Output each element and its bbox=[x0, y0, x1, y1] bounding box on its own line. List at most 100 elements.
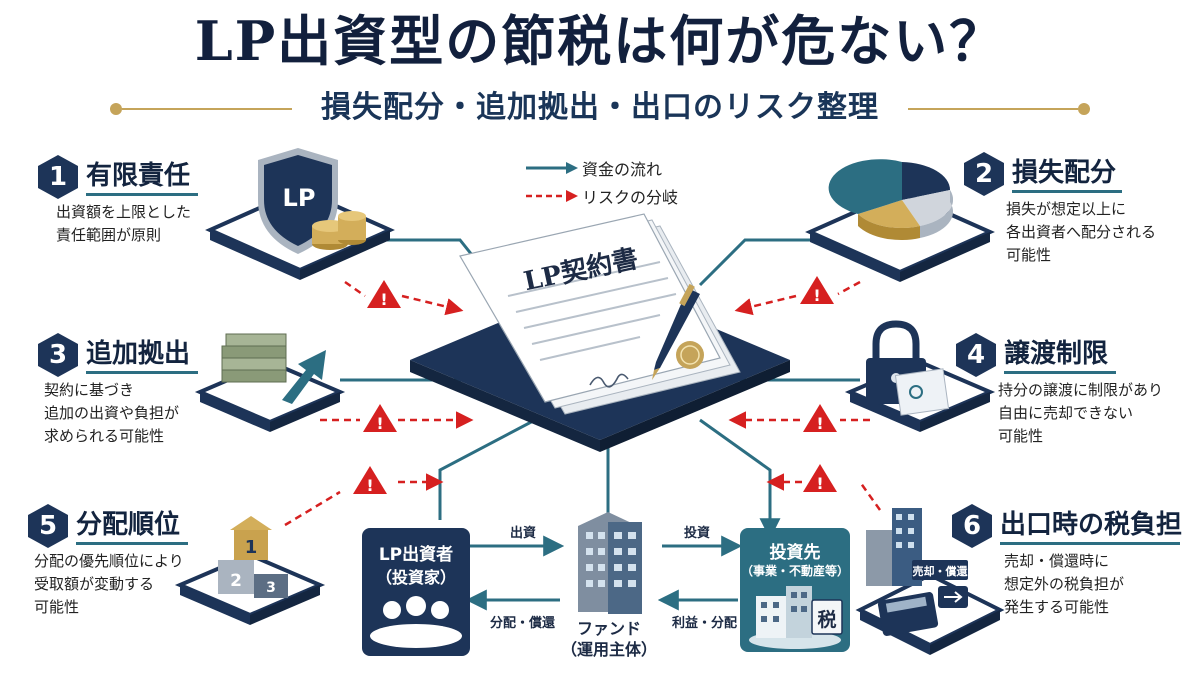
warning-icon: ! bbox=[353, 466, 387, 495]
risk-1-underline bbox=[86, 193, 198, 196]
risk-3-line-3: 求められる可能性 bbox=[44, 427, 165, 445]
risk-4-underline bbox=[1004, 371, 1116, 374]
svg-text:!: ! bbox=[380, 290, 387, 309]
risk-4-line-2: 自由に売却できない bbox=[998, 404, 1134, 422]
risk-6-underline bbox=[1000, 542, 1180, 545]
risk-6-description: 売却・償還時に 想定外の税負担が 発生する可能性 bbox=[1004, 550, 1124, 619]
target-buildings-icon bbox=[749, 586, 843, 649]
risk-1-description: 出資額を上限とした 責任範囲が原則 bbox=[56, 201, 191, 247]
platform-6 bbox=[855, 508, 1005, 655]
risk-2-description: 損失が想定以上に 各出資者へ配分される 可能性 bbox=[1006, 198, 1156, 267]
pen-icon bbox=[652, 283, 700, 380]
risk-2-number: 2 bbox=[964, 152, 1004, 196]
tax-sign: 税 bbox=[817, 609, 837, 631]
contract-document bbox=[459, 213, 741, 415]
page-title: LP出資型の節税は何が危ない？ bbox=[194, 9, 1006, 73]
warning-triangles: ! ! ! ! ! ! bbox=[353, 276, 837, 495]
risk-3-line-1: 契約に基づき bbox=[44, 381, 135, 399]
risk-branches bbox=[284, 280, 882, 527]
investor-box: LP出資者 （投資家） bbox=[362, 528, 470, 656]
connector-target bbox=[699, 418, 781, 540]
risk-5-title: 分配順位 bbox=[76, 510, 181, 540]
risk-4-line-3: 可能性 bbox=[998, 427, 1044, 445]
risk-4-description: 持分の譲渡に制限があり 自由に売却できない 可能性 bbox=[998, 379, 1163, 448]
warning-icon: ! bbox=[363, 404, 397, 433]
arrow-invest-label: 出資 bbox=[510, 526, 537, 541]
platform-1 bbox=[205, 148, 395, 280]
flow-arrows bbox=[465, 535, 743, 611]
investment-target-box: 投資先 （事業・不動産等） 税 bbox=[740, 528, 850, 652]
risk-5-line-1: 分配の優先順位により bbox=[34, 552, 184, 570]
warning-icon: ! bbox=[800, 276, 834, 305]
warning-icon: ! bbox=[803, 464, 837, 493]
calculator-icon bbox=[877, 592, 939, 636]
seal-icon bbox=[676, 341, 704, 369]
risk-branch-2a bbox=[837, 280, 861, 296]
subtitle-row: 損失配分・追加拠出・出口のリスク整理 bbox=[110, 86, 1090, 130]
platform-5: 1 2 3 bbox=[174, 516, 326, 625]
arrow-investment-label: 投資 bbox=[684, 526, 711, 541]
risk-2-line-2: 各出資者へ配分される bbox=[1006, 223, 1157, 241]
target-sublabel: （事業・不動産等） bbox=[740, 564, 849, 578]
fund-label: ファンド （運用主体） bbox=[554, 618, 664, 660]
legend-risk-label: リスクの分岐 bbox=[582, 188, 679, 207]
svg-text:!: ! bbox=[376, 414, 383, 433]
arrow-profit-label: 利益・分配 bbox=[672, 616, 738, 631]
risk-2-line-1: 損失が想定以上に bbox=[1006, 200, 1127, 218]
sale-card-bg bbox=[912, 560, 968, 580]
subtitle-rule-left bbox=[122, 108, 292, 110]
svg-text:!: ! bbox=[816, 414, 823, 433]
rank-1-label: 1 bbox=[245, 537, 258, 558]
risk-4-title: 譲渡制限 bbox=[1004, 339, 1109, 369]
svg-text:!: ! bbox=[816, 474, 823, 493]
risk-5-line-3: 可能性 bbox=[34, 598, 80, 616]
fund-label-line-2: （運用主体） bbox=[560, 640, 657, 659]
risk-4-line-1: 持分の譲渡に制限があり bbox=[998, 381, 1164, 399]
warning-icon: ! bbox=[803, 404, 837, 433]
fund-label-line-1: ファンド bbox=[576, 619, 641, 638]
podium-icon: 1 2 3 bbox=[218, 516, 288, 598]
risk-3-underline bbox=[86, 371, 198, 374]
risk-2-title: 損失配分 bbox=[1012, 158, 1117, 188]
risk-branch-6a bbox=[858, 481, 882, 511]
platform-2 bbox=[805, 159, 995, 282]
risk-branch-2b bbox=[734, 294, 797, 316]
risk-3-line-2: 追加の出資や負担が bbox=[44, 404, 180, 422]
legend-risk-arrow-icon bbox=[526, 190, 578, 202]
risk-2-line-3: 可能性 bbox=[1006, 246, 1052, 264]
rank-3-label: 3 bbox=[266, 580, 276, 596]
risk-5-description: 分配の優先順位により 受取額が変動する 可能性 bbox=[34, 550, 184, 619]
risk-3-number: 3 bbox=[38, 333, 78, 377]
rank-2-label: 2 bbox=[230, 571, 242, 591]
buildings-icon bbox=[866, 508, 922, 586]
growth-arrow-icon bbox=[282, 350, 326, 404]
shield-label: LP bbox=[282, 184, 316, 212]
risk-branch-1a bbox=[344, 280, 366, 298]
connector-2 bbox=[698, 238, 815, 287]
fund-building-icon bbox=[578, 512, 642, 614]
risk-6-title: 出口時の税負担 bbox=[1000, 510, 1183, 540]
page-subtitle: 損失配分・追加拠出・出口のリスク整理 bbox=[321, 90, 879, 125]
certificate-card-icon bbox=[894, 368, 950, 416]
subtitle-ornament-left bbox=[110, 103, 122, 115]
risk-6-line-2: 想定外の税負担が bbox=[1004, 575, 1125, 593]
risk-1-line-2: 責任範囲が原則 bbox=[56, 226, 162, 244]
legend-flow-label: 資金の流れ bbox=[582, 160, 663, 179]
risk-3-description: 契約に基づき 追加の出資や負担が 求められる可能性 bbox=[44, 379, 179, 448]
svg-text:!: ! bbox=[813, 286, 820, 305]
coins-icon bbox=[312, 211, 366, 250]
investor-sublabel: （投資家） bbox=[375, 568, 456, 587]
risk-2-underline bbox=[1012, 190, 1122, 193]
people-icon bbox=[370, 596, 462, 648]
risk-1-line-1: 出資額を上限とした bbox=[56, 203, 192, 221]
risk-5-underline bbox=[76, 542, 188, 545]
risk-1-title: 有限責任 bbox=[86, 161, 191, 191]
risk-branch-5a bbox=[284, 490, 341, 527]
pie-chart-icon bbox=[828, 159, 954, 241]
sale-card-label: 売却・償還 bbox=[912, 565, 968, 578]
svg-text:!: ! bbox=[366, 476, 373, 495]
risk-branch-1b bbox=[401, 294, 464, 316]
target-label: 投資先 bbox=[769, 543, 821, 563]
subtitle-rule-right bbox=[908, 108, 1078, 110]
